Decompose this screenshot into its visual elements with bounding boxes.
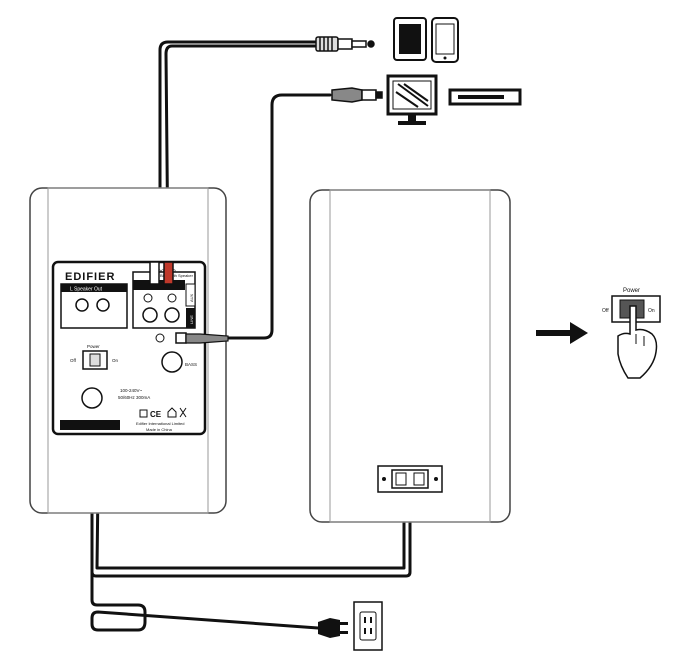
bin-icon [179,407,187,418]
panel-power-label: Power [87,344,100,349]
brand-label: EDIFIER [65,271,115,283]
tablet-icon [393,17,427,61]
aux-label: AUX [189,293,194,302]
rca-cable-red [164,44,317,282]
aux-plug-icon [315,36,375,52]
warning-strip [60,420,120,430]
power-cord [90,388,320,632]
line-label: LINE [189,315,194,324]
rca-plug-white [149,261,160,285]
ac-inlet [81,387,103,409]
speaker-out-label: L Speaker Out [70,287,103,293]
callout-power-label: Power [623,288,640,294]
rca-cable-white [158,40,317,264]
panel-off-label: Off [70,358,77,363]
voltage-label: 100-240V~ [120,388,143,393]
media-player-icon [448,88,522,106]
callout-off-label: Off [602,308,609,314]
house-icon [167,407,177,418]
left-speaker: EDIFIER R1280DB L Speaker Out Bluetooth … [29,187,229,514]
optical-cable [226,93,332,340]
optical-plug-icon [331,87,383,103]
frequency-label: 50/60Hz 300mA [118,395,150,400]
optical-plug-inserted [185,333,229,344]
right-speaker [309,189,511,523]
wall-outlet-icon [353,601,383,651]
made-in-label: Made in China [146,427,173,432]
callout-on-label: On [648,308,655,314]
rca-plug-red [163,261,174,285]
computer-monitor-icon [386,74,438,125]
pointing-hand-icon [617,305,658,379]
bass-knob[interactable] [161,351,183,373]
power-switch-callout: Power Off On [602,288,661,379]
phone-icon [431,17,459,63]
power-plug-icon [318,618,348,638]
ce-mark: CE [150,410,162,419]
bluetooth-label: Bluetooth Speaker [160,273,194,278]
arrow-icon [536,322,588,344]
company-label: Edifier International Limited [136,421,184,426]
bass-label: BASS [185,362,197,367]
panel-on-label: On [112,358,119,363]
